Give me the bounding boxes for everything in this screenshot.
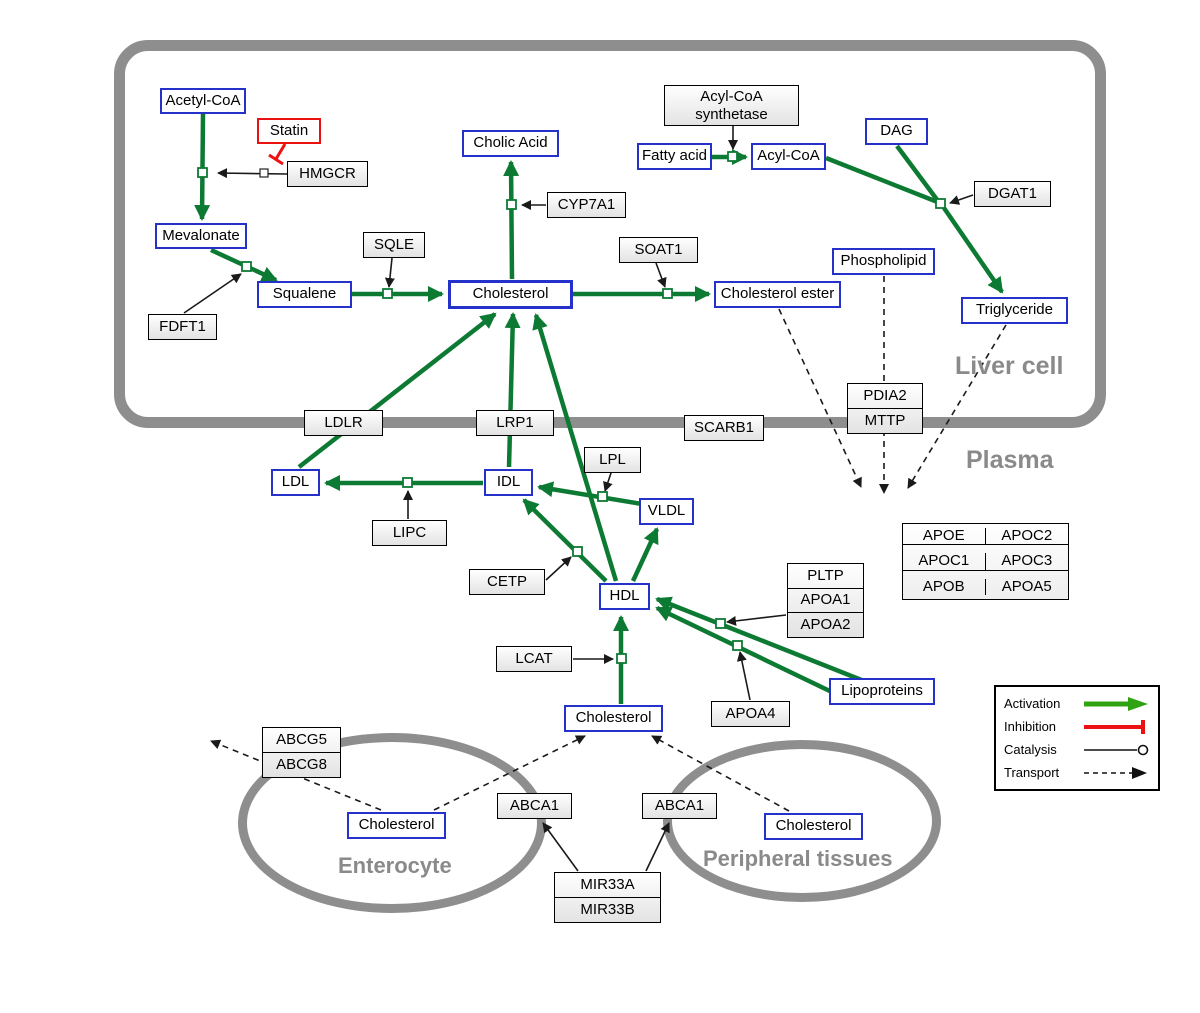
node-lrp1[interactable]: LRP1: [476, 410, 554, 436]
liver-cell-label: Liver cell: [955, 352, 1064, 380]
legend-inhibition-label: Inhibition: [1004, 719, 1057, 734]
node-apoa2[interactable]: APOA2: [788, 612, 863, 637]
node-lipc[interactable]: LIPC: [372, 520, 447, 546]
node-triglyceride[interactable]: Triglyceride: [961, 297, 1068, 324]
node-hdl[interactable]: HDL: [599, 583, 650, 610]
node-mir33-stack: MIR33A MIR33B: [554, 872, 661, 923]
node-acyl-coa-synthetase[interactable]: Acyl-CoA synthetase: [664, 85, 799, 126]
node-dag[interactable]: DAG: [865, 118, 928, 145]
node-lcat[interactable]: LCAT: [496, 646, 572, 672]
legend-transport-label: Transport: [1004, 765, 1060, 780]
node-cholesterol-ester[interactable]: Cholesterol ester: [714, 281, 841, 308]
node-apob[interactable]: APOB: [903, 578, 986, 596]
node-scarb1[interactable]: SCARB1: [684, 415, 764, 441]
node-sqle[interactable]: SQLE: [363, 232, 425, 258]
enterocyte-label: Enterocyte: [338, 853, 452, 878]
node-cholesterol-plasma[interactable]: Cholesterol: [564, 705, 663, 732]
node-dgat1[interactable]: DGAT1: [974, 181, 1051, 207]
node-vldl[interactable]: VLDL: [639, 498, 694, 525]
node-pdia2[interactable]: PDIA2: [863, 386, 907, 404]
node-apoc2[interactable]: APOC2: [985, 527, 1068, 546]
activation-arrow-icon: [1084, 696, 1148, 711]
node-mevalonate[interactable]: Mevalonate: [155, 223, 247, 249]
transport-dashed-arrow-icon: [1084, 766, 1147, 779]
node-ldl[interactable]: LDL: [271, 469, 320, 496]
node-squalene[interactable]: Squalene: [257, 281, 352, 308]
node-cyp7a1[interactable]: CYP7A1: [547, 192, 626, 218]
node-pdia2-mttp-stack: PDIA2 MTTP: [847, 383, 923, 434]
node-cholesterol-enterocyte[interactable]: Cholesterol: [347, 812, 446, 839]
node-cholesterol-liver[interactable]: Cholesterol: [448, 280, 573, 309]
node-apoc1[interactable]: APOC1: [903, 553, 986, 571]
node-mir33a[interactable]: MIR33A: [580, 875, 635, 893]
legend-activation-label: Activation: [1004, 696, 1061, 711]
peripheral-tissues-compartment: [663, 740, 941, 902]
legend-row-catalysis: Catalysis: [1004, 739, 1150, 760]
node-lpl[interactable]: LPL: [584, 447, 641, 473]
node-idl[interactable]: IDL: [484, 469, 533, 496]
node-phospholipid[interactable]: Phospholipid: [832, 248, 935, 275]
node-abcg5-abcg8-stack: ABCG5 ABCG8: [262, 727, 341, 778]
catalysis-circle-icon: [1084, 744, 1149, 755]
node-abcg8[interactable]: ABCG8: [263, 752, 340, 777]
node-lipoproteins[interactable]: Lipoproteins: [829, 678, 935, 705]
node-apoe[interactable]: APOE: [903, 527, 986, 546]
node-cetp[interactable]: CETP: [469, 569, 545, 595]
plasma-label: Plasma: [966, 446, 1054, 474]
peripheral-tissues-label: Peripheral tissues: [703, 846, 893, 871]
node-statin[interactable]: Statin: [257, 118, 321, 144]
node-fdft1[interactable]: FDFT1: [148, 314, 217, 340]
node-mir33b[interactable]: MIR33B: [555, 897, 660, 922]
node-pltp[interactable]: PLTP: [807, 566, 844, 584]
inhibition-tbar-icon: [1084, 719, 1145, 734]
node-fatty-acid[interactable]: Fatty acid: [637, 143, 712, 170]
node-ldlr[interactable]: LDLR: [304, 410, 383, 436]
node-pltp-apoa1-apoa2-stack: PLTP APOA1 APOA2: [787, 563, 864, 638]
legend: Activation Inhibition Catalysis Transpor…: [994, 685, 1160, 791]
legend-catalysis-label: Catalysis: [1004, 742, 1057, 757]
node-cholesterol-peripheral[interactable]: Cholesterol: [764, 813, 863, 840]
node-acetyl-coa[interactable]: Acetyl-CoA: [160, 88, 246, 114]
node-acyl-coa-synthetase-line2: synthetase: [695, 105, 768, 123]
node-apoa1[interactable]: APOA1: [788, 587, 863, 613]
legend-row-transport: Transport: [1004, 762, 1150, 783]
legend-row-activation: Activation: [1004, 693, 1150, 714]
node-cholic-acid[interactable]: Cholic Acid: [462, 130, 559, 157]
node-abca1-right[interactable]: ABCA1: [642, 793, 717, 819]
enterocyte-compartment: [238, 733, 546, 913]
node-apoa5[interactable]: APOA5: [1001, 577, 1052, 595]
legend-row-inhibition: Inhibition: [1004, 716, 1150, 737]
apolipoprotein-table: APOE APOC2 APOC1 APOC3 APOB APOA5: [902, 523, 1069, 600]
node-apoa4[interactable]: APOA4: [711, 701, 790, 727]
node-acyl-coa[interactable]: Acyl-CoA: [751, 143, 826, 170]
node-acyl-coa-synthetase-line1: Acyl-CoA: [700, 88, 763, 106]
node-abcg5[interactable]: ABCG5: [276, 730, 327, 748]
node-hmgcr[interactable]: HMGCR: [287, 161, 368, 187]
node-soat1[interactable]: SOAT1: [619, 237, 698, 263]
node-mttp[interactable]: MTTP: [848, 408, 922, 433]
node-apoc3[interactable]: APOC3: [985, 553, 1068, 571]
node-abca1-left[interactable]: ABCA1: [497, 793, 572, 819]
